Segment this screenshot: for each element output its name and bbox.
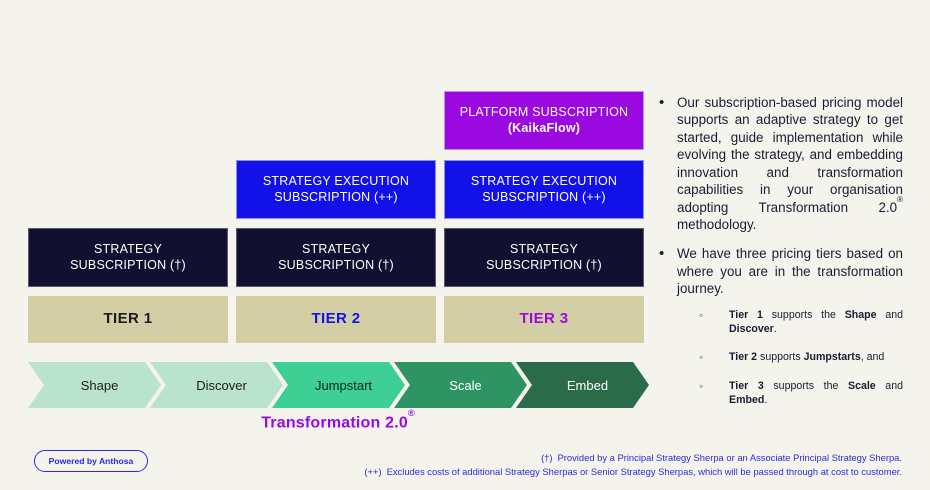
sub-bullet-tier-1: Tier 1 supports the Shape and Discover.: [677, 307, 903, 337]
process-stage-scale[interactable]: Scale: [394, 362, 527, 408]
sub-bullet-tier-name: Tier 3: [729, 379, 764, 392]
strategy-execution-card-tier2[interactable]: STRATEGY EXECUTION SUBSCRIPTION (++): [236, 160, 436, 219]
sub-bullet-tail: , and: [860, 351, 885, 364]
sub-bullet-tail: .: [764, 393, 768, 406]
platform-subscription-title: PLATFORM SUBSCRIPTION: [459, 104, 629, 119]
strategy-subscription-subtitle: SUBSCRIPTION (†): [70, 257, 186, 272]
footnote-text: Provided by a Principal Strategy Sherpa …: [557, 452, 902, 463]
narrative-bullet-text: Our subscription-based pricing model sup…: [677, 95, 903, 215]
strategy-execution-subtitle: SUBSCRIPTION (++): [274, 189, 398, 204]
process-stage-label: Shape: [80, 377, 119, 393]
sub-bullet-stage-2: Embed: [729, 393, 765, 406]
matrix-row-platform-subscription: PLATFORM SUBSCRIPTION (KaikaFlow): [28, 91, 644, 150]
narrative-panel: Our subscription-based pricing model sup…: [655, 93, 903, 421]
sub-bullet-mid: supports: [757, 351, 804, 364]
strategy-subscription-title: STRATEGY: [509, 241, 579, 256]
strategy-execution-card-tier3[interactable]: STRATEGY EXECUTION SUBSCRIPTION (++): [444, 160, 644, 219]
narrative-bullet-text: We have three pricing tiers based on whe…: [677, 246, 903, 297]
sub-bullet-tier-name: Tier 1: [729, 308, 763, 321]
sub-bullet-stage-2: Discover: [729, 322, 774, 335]
pricing-matrix: PLATFORM SUBSCRIPTION (KaikaFlow) STRATE…: [28, 91, 644, 343]
sub-bullet-joiner: and: [876, 308, 903, 321]
tier-label-1[interactable]: TIER 1: [28, 296, 228, 343]
sub-bullet-tier-3: Tier 3 supports the Scale and Embed.: [677, 378, 903, 408]
sub-bullet-tier-name: Tier 2: [729, 351, 758, 364]
strategy-subscription-card-tier1[interactable]: STRATEGY SUBSCRIPTION (†): [28, 228, 228, 287]
strategy-subscription-subtitle: SUBSCRIPTION (†): [278, 257, 394, 272]
transformation-wordmark-text: Transformation 2.0: [261, 414, 408, 432]
process-stage-shape[interactable]: Shape: [28, 362, 161, 408]
narrative-bullet-pricing-tiers: We have three pricing tiers based on whe…: [655, 244, 903, 408]
narrative-bullet-text-tail: methodology.: [677, 216, 757, 232]
narrative-sub-bullet-list: Tier 1 supports the Shape and Discover. …: [677, 307, 903, 408]
process-stage-label: Discover: [196, 377, 247, 393]
strategy-execution-title: STRATEGY EXECUTION: [470, 173, 618, 188]
matrix-cell-empty: [236, 91, 436, 150]
strategy-subscription-card-tier3[interactable]: STRATEGY SUBSCRIPTION (†): [444, 228, 644, 287]
process-stage-jumpstart[interactable]: Jumpstart: [272, 362, 405, 408]
matrix-row-tier-labels: TIER 1 TIER 2 TIER 3: [28, 296, 644, 343]
strategy-execution-subtitle: SUBSCRIPTION (++): [482, 189, 606, 204]
sub-bullet-tier-2: Tier 2 supports Jumpstarts, and: [677, 349, 903, 366]
sub-bullet-tail: .: [773, 322, 777, 335]
transformation-wordmark: Transformation 2.0®: [28, 408, 648, 432]
platform-subscription-brand: (KaikaFlow): [507, 120, 581, 135]
sub-bullet-stage-1: Jumpstarts: [803, 351, 861, 364]
footnote-text: Excludes costs of additional Strategy Sh…: [386, 466, 902, 478]
sub-bullet-mid: supports the: [762, 308, 845, 321]
strategy-subscription-card-tier2[interactable]: STRATEGY SUBSCRIPTION (†): [236, 228, 436, 287]
matrix-row-strategy-execution-subscription: STRATEGY EXECUTION SUBSCRIPTION (++) STR…: [28, 160, 644, 219]
sub-bullet-mid: supports the: [763, 379, 848, 392]
process-stage-discover[interactable]: Discover: [150, 362, 283, 408]
matrix-row-strategy-subscription: STRATEGY SUBSCRIPTION (†) STRATEGY SUBSC…: [28, 228, 644, 287]
footnote-marker: (†): [541, 452, 553, 463]
footnote-marker: (++): [364, 466, 382, 478]
process-stage-label: Jumpstart: [314, 377, 373, 393]
powered-by-badge[interactable]: Powered by Anthosa: [34, 450, 148, 472]
strategy-subscription-title: STRATEGY: [301, 241, 371, 256]
tier-label-2[interactable]: TIER 2: [236, 296, 436, 343]
strategy-subscription-title: STRATEGY: [93, 241, 163, 256]
process-stage-embed[interactable]: Embed: [516, 362, 649, 408]
sub-bullet-joiner: and: [875, 379, 903, 392]
matrix-cell-empty: [28, 160, 228, 219]
platform-subscription-card-tier3[interactable]: PLATFORM SUBSCRIPTION (KaikaFlow): [444, 91, 644, 150]
tier-label-3[interactable]: TIER 3: [444, 296, 644, 343]
footnotes: (†) Provided by a Principal Strategy Sher…: [252, 451, 902, 479]
registered-trademark-icon: ®: [897, 194, 903, 204]
transformation-process-flow: Shape Discover Jumpstart Scale Embed: [28, 362, 649, 408]
footnote-dagger: (†) Provided by a Principal Strategy Sher…: [252, 451, 902, 465]
sub-bullet-stage-1: Shape: [844, 308, 877, 321]
footnote-double-plus: (++) Excludes costs of additional Strateg…: [252, 465, 902, 479]
registered-trademark-icon: ®: [407, 407, 415, 418]
strategy-execution-title: STRATEGY EXECUTION: [262, 173, 410, 188]
narrative-bullet-list: Our subscription-based pricing model sup…: [655, 93, 903, 408]
strategy-subscription-subtitle: SUBSCRIPTION (†): [486, 257, 602, 272]
process-stage-label: Scale: [449, 377, 482, 393]
narrative-bullet-pricing-model: Our subscription-based pricing model sup…: [655, 93, 903, 233]
sub-bullet-stage-1: Scale: [848, 379, 876, 392]
matrix-cell-empty: [28, 91, 228, 150]
process-stage-label: Embed: [566, 377, 609, 393]
